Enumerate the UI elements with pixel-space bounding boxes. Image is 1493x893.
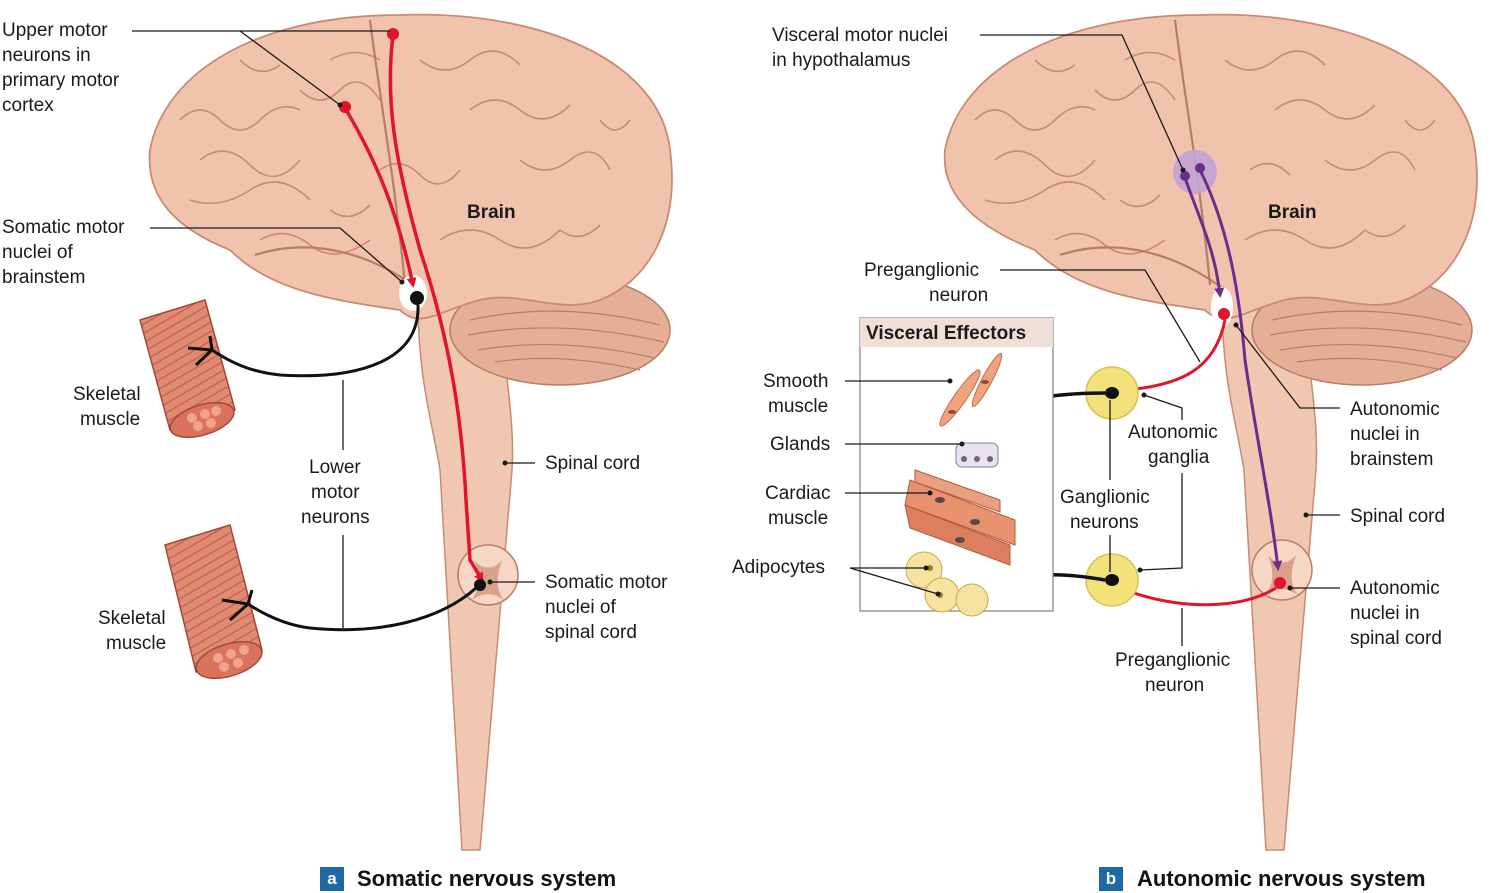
svg-text:cortex: cortex <box>2 95 54 116</box>
visceral-effectors-title: Visceral Effectors <box>866 323 1026 344</box>
svg-text:nuclei in: nuclei in <box>1350 424 1420 445</box>
brain-a <box>148 13 673 320</box>
svg-text:Upper motor: Upper motor <box>2 20 108 41</box>
svg-text:Cardiac: Cardiac <box>765 483 830 504</box>
svg-text:neurons in: neurons in <box>2 45 91 66</box>
caption-letter-a: a <box>320 867 344 891</box>
cardiac-muscle-cells <box>904 469 1016 566</box>
lower-motor-axon-2 <box>221 586 477 632</box>
visceral-effectors-box: Visceral Effectors <box>859 317 1054 617</box>
panel-a: Brain Upper motor neurons in primary mot… <box>2 13 673 851</box>
lower-motor-soma-spinal <box>474 579 486 591</box>
svg-text:Visceral motor nuclei: Visceral motor nuclei <box>772 25 948 46</box>
preganglionic-soma-brainstem <box>1218 308 1230 320</box>
svg-text:Autonomic: Autonomic <box>1350 578 1440 599</box>
label-spinal-cord-a: Spinal cord <box>502 453 640 474</box>
preganglionic-soma-spinal <box>1274 577 1286 589</box>
label-glands: Glands <box>770 434 965 455</box>
lower-motor-soma-brainstem <box>410 291 424 305</box>
svg-text:muscle: muscle <box>768 508 828 529</box>
label-upper-motor: Upper motor neurons in primary motor cor… <box>2 20 390 116</box>
svg-text:muscle: muscle <box>106 633 166 654</box>
svg-text:nuclei of: nuclei of <box>545 597 616 618</box>
ganglionic-neuron-top <box>1105 387 1119 399</box>
svg-text:muscle: muscle <box>768 396 828 417</box>
skeletal-muscle-bundle-1 <box>139 299 236 439</box>
label-autonomic-brainstem: Autonomic nuclei in brainstem <box>1233 322 1440 470</box>
svg-text:neuron: neuron <box>1145 675 1204 696</box>
svg-text:primary motor: primary motor <box>2 70 120 91</box>
svg-text:Preganglionic: Preganglionic <box>864 260 979 281</box>
label-skeletal-muscle-1: Skeletal muscle <box>73 384 141 430</box>
label-cardiac-muscle: Cardiac muscle <box>765 483 933 529</box>
svg-text:spinal cord: spinal cord <box>545 622 637 643</box>
brain-label-b: Brain <box>1268 202 1317 223</box>
gland-cells <box>955 442 999 468</box>
label-lower-motor: Lower motor neurons <box>301 380 370 628</box>
brain-label-a: Brain <box>467 202 516 223</box>
svg-text:motor: motor <box>311 482 360 503</box>
hypothalamus-nucleus <box>1173 150 1217 194</box>
brainstem-nucleus-b <box>1211 287 1233 327</box>
caption-autonomic: Autonomic nervous system <box>1137 866 1426 891</box>
svg-text:Adipocytes: Adipocytes <box>732 557 825 578</box>
svg-text:Lower: Lower <box>309 457 361 478</box>
spinal-cross-section-b <box>1251 539 1313 601</box>
visceral-motor-path-brainstem <box>1183 177 1225 298</box>
svg-text:neuron: neuron <box>929 285 988 306</box>
svg-text:Glands: Glands <box>770 434 830 455</box>
lower-motor-axon-1 <box>187 304 420 378</box>
label-adipocytes: Adipocytes <box>732 557 941 597</box>
upper-motor-soma-1 <box>387 28 399 40</box>
svg-text:Spinal cord: Spinal cord <box>1350 506 1445 527</box>
svg-text:Somatic motor: Somatic motor <box>2 217 125 238</box>
svg-text:ganglia: ganglia <box>1148 447 1210 468</box>
label-ganglionic-neurons: Ganglionic neurons <box>1060 400 1150 572</box>
svg-text:neurons: neurons <box>301 507 370 528</box>
skeletal-muscle-bundle-2 <box>164 524 263 679</box>
svg-text:Somatic motor: Somatic motor <box>545 572 668 593</box>
svg-text:in hypothalamus: in hypothalamus <box>772 50 910 71</box>
caption-somatic: Somatic nervous system <box>357 866 617 891</box>
svg-text:nuclei in: nuclei in <box>1350 603 1420 624</box>
svg-text:Preganglionic: Preganglionic <box>1115 650 1230 671</box>
svg-text:neurons: neurons <box>1070 512 1139 533</box>
smooth-muscle-cells <box>939 352 1003 427</box>
label-spinal-cord-b: Spinal cord <box>1303 506 1445 527</box>
label-autonomic-ganglia: Autonomic ganglia <box>1128 392 1218 573</box>
preganglionic-axon-top <box>1124 319 1227 395</box>
panel-b: Visceral Effectors <box>732 13 1478 851</box>
svg-text:Spinal cord: Spinal cord <box>545 453 640 474</box>
visceral-soma-1 <box>1180 171 1190 181</box>
svg-text:Skeletal: Skeletal <box>98 608 166 629</box>
visceral-motor-path-spinal <box>1198 169 1283 571</box>
svg-text:Autonomic: Autonomic <box>1128 422 1218 443</box>
label-smooth-muscle: Smooth muscle <box>763 371 953 417</box>
label-autonomic-spinal: Autonomic nuclei in spinal cord <box>1287 578 1442 649</box>
label-visceral-hypothalamus: Visceral motor nuclei in hypothalamus <box>772 25 1186 173</box>
label-preganglionic-top: Preganglionic neuron <box>864 260 1201 363</box>
label-preganglionic-bottom: Preganglionic neuron <box>1115 608 1230 696</box>
svg-text:brainstem: brainstem <box>2 267 85 288</box>
cerebellum-a <box>449 274 671 386</box>
svg-text:Skeletal: Skeletal <box>73 384 141 405</box>
adipocyte-cells <box>905 551 989 617</box>
svg-text:brainstem: brainstem <box>1350 449 1433 470</box>
upper-motor-path-short <box>343 107 417 288</box>
svg-text:muscle: muscle <box>80 409 140 430</box>
svg-text:Autonomic: Autonomic <box>1350 399 1440 420</box>
preganglionic-axon-bottom <box>1122 586 1277 607</box>
svg-text:Ganglionic: Ganglionic <box>1060 487 1150 508</box>
label-skeletal-muscle-2: Skeletal muscle <box>98 608 166 654</box>
upper-motor-path-long <box>388 34 484 583</box>
ganglionic-neuron-bottom <box>1105 574 1119 586</box>
label-somatic-brainstem: Somatic motor nuclei of brainstem <box>2 217 405 288</box>
caption-letter-b: b <box>1099 867 1123 891</box>
svg-text:Smooth: Smooth <box>763 371 828 392</box>
svg-text:spinal cord: spinal cord <box>1350 628 1442 649</box>
label-somatic-spinal: Somatic motor nuclei of spinal cord <box>487 572 668 643</box>
visceral-soma-2 <box>1195 163 1205 173</box>
svg-text:nuclei of: nuclei of <box>2 242 73 263</box>
